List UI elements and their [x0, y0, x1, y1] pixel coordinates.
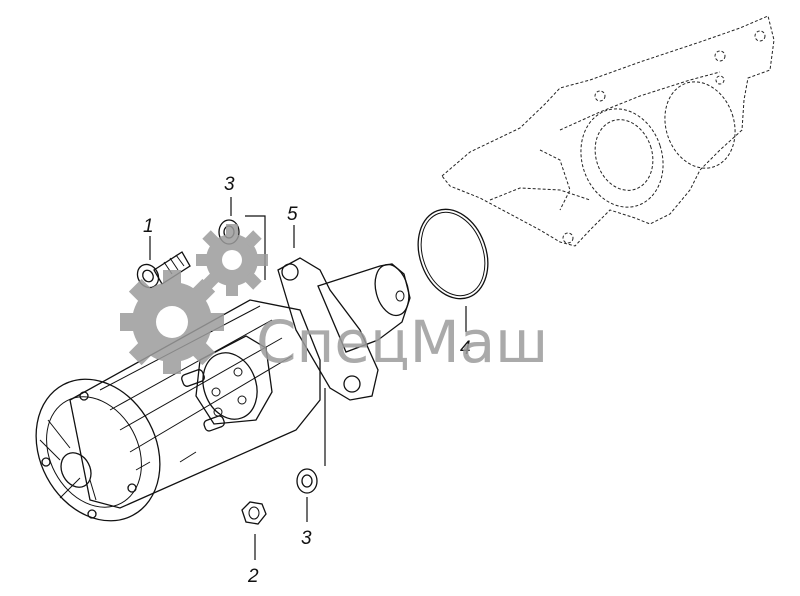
washer — [296, 468, 318, 494]
callout-3-top: 3 — [224, 174, 235, 195]
watermark: СпецМаш — [120, 224, 548, 376]
starter-motor — [35, 257, 411, 522]
watermark-text: СпецМаш — [256, 308, 548, 376]
o-ring — [417, 208, 489, 300]
callout-1: 1 — [143, 216, 154, 237]
leader-lines — [149, 197, 467, 560]
callout-4: 4 — [460, 338, 471, 359]
callout-2: 2 — [247, 566, 259, 587]
callout-5: 5 — [287, 204, 298, 225]
gear-icon — [120, 224, 268, 374]
callout-3-bottom: 3 — [301, 528, 312, 549]
nut — [241, 501, 267, 525]
flywheel-housing — [441, 15, 775, 247]
callout-labels: 1 2 3 3 4 5 — [143, 174, 471, 587]
